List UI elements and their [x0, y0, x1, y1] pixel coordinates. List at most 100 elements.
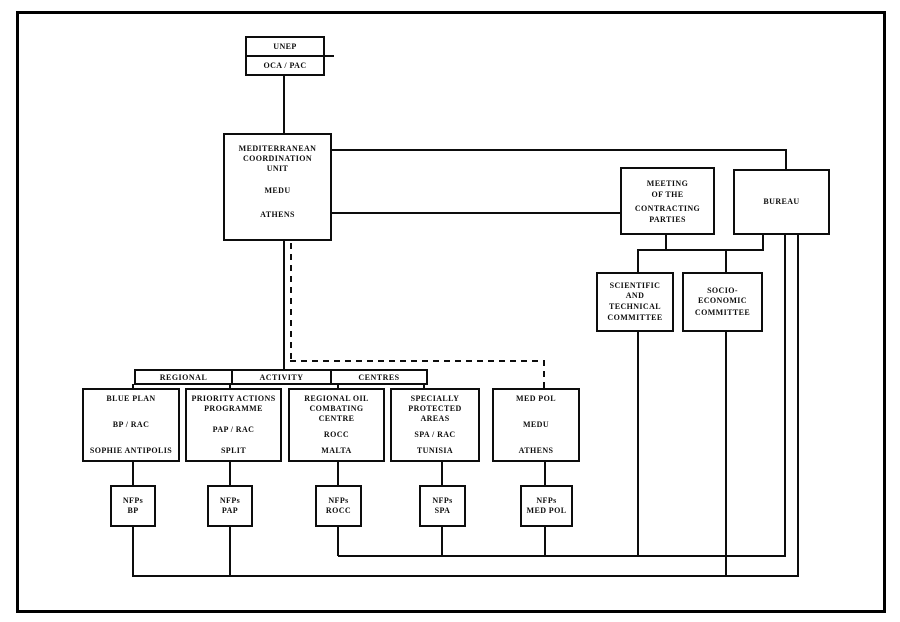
- rac-name: PRIORITY ACTIONS PROGRAMME: [191, 394, 275, 414]
- band-drop-pap: [229, 384, 231, 390]
- connector-medu-to-band: [283, 241, 285, 369]
- nfp-code: SPA: [434, 506, 451, 515]
- connector-bureau-to-upper-bus: [784, 235, 786, 557]
- nfp-code: ROCC: [325, 506, 352, 515]
- unep-label: UNEP: [273, 41, 297, 51]
- rac-box-rocc: REGIONAL OIL COMBATING CENTRE ROCC MALTA: [288, 388, 385, 462]
- bureau-box: BUREAU: [733, 169, 830, 235]
- unep-box: UNEP OCA / PAC: [245, 36, 325, 76]
- rac-name-line: PROTECTED AREAS: [408, 404, 462, 423]
- rac-name-line: PRIORITY ACTIONS: [191, 394, 276, 403]
- connector-medu-to-meeting: [332, 212, 620, 214]
- rac-code: BP / RAC: [112, 420, 150, 429]
- nfp-box-rocc: NFPs ROCC: [315, 485, 362, 527]
- rac-name: BLUE PLAN: [106, 394, 155, 404]
- committee-line: COMMITTEE: [694, 308, 751, 317]
- rac-name-line: PROGRAMME: [204, 404, 263, 413]
- nfp-label: NFPs: [536, 496, 557, 505]
- meeting-box: MEETING OF THE CONTRACTING PARTIES: [620, 167, 715, 235]
- rac-name-line: COMBATING CENTRE: [309, 404, 364, 423]
- nfp-code: MED POL: [526, 506, 567, 515]
- connector-unep-stub: [325, 55, 334, 57]
- figure-border: [16, 11, 886, 613]
- nfp-box-bp: NFPs BP: [110, 485, 156, 527]
- rac-name-line: SPECIALLY: [410, 394, 460, 403]
- upper-bus: [338, 555, 786, 557]
- oca-pac-label: OCA / PAC: [247, 55, 323, 74]
- connector-unep-to-medu: [283, 76, 285, 133]
- nfp-label: NFPs: [432, 496, 453, 505]
- rac-code: PAP / RAC: [212, 425, 255, 434]
- connector-pap-to-nfp: [229, 462, 231, 486]
- rac-box-med-pol: MED POL MEDU ATHENS: [492, 388, 580, 462]
- band-label: ACTIVITY: [259, 372, 304, 382]
- rac-city: MALTA: [321, 446, 352, 455]
- socio-economic-committee-box: SOCIO-ECONOMIC COMMITTEE: [682, 272, 763, 332]
- committee-line: SOCIO-ECONOMIC: [698, 286, 747, 305]
- band-drop-rocc: [337, 384, 339, 390]
- rac-name: REGIONAL OIL COMBATING CENTRE: [291, 394, 382, 424]
- rac-name: SPECIALLY PROTECTED AREAS: [393, 394, 477, 424]
- meeting-line: CONTRACTING: [634, 203, 701, 213]
- connector-medu-to-bureau-horizontal: [332, 149, 787, 151]
- band-drop-blue-plan: [132, 384, 134, 390]
- meeting-line: PARTIES: [649, 214, 686, 224]
- meeting-line: OF THE: [651, 189, 684, 199]
- connector-nfp-spa-to-bus: [441, 527, 443, 556]
- rac-name: MED POL: [516, 394, 556, 404]
- rac-name-line: BLUE PLAN: [106, 394, 156, 403]
- nfp-code: PAP: [221, 506, 239, 515]
- rac-name-line: REGIONAL OIL: [304, 394, 369, 403]
- connector-nfp-pap-to-bus: [229, 527, 231, 576]
- dashed-medu-down: [290, 243, 292, 362]
- connector-bureau-down-short: [762, 235, 764, 251]
- nfp-label: NFPs: [328, 496, 349, 505]
- band-label: CENTRES: [358, 372, 400, 382]
- rac-code: SPA / RAC: [414, 430, 456, 439]
- rac-box-spa: SPECIALLY PROTECTED AREAS SPA / RAC TUNI…: [390, 388, 480, 462]
- rac-name-line: MED POL: [516, 394, 556, 403]
- nfp-label: NFPs: [122, 496, 144, 505]
- nfp-box-spa: NFPs SPA: [419, 485, 466, 527]
- nfp-box-med-pol: NFPs MED POL: [520, 485, 573, 527]
- medu-box: MEDITERRANEAN COORDINATION UNIT MEDU ATH…: [223, 133, 332, 241]
- medu-city: ATHENS: [260, 210, 295, 219]
- connector-nfp-medpol-to-bus: [544, 527, 546, 556]
- connector-socio-to-lower-bus: [725, 332, 727, 577]
- connector-medpol-to-nfp: [544, 462, 546, 486]
- nfp-code: BP: [127, 506, 139, 515]
- medu-line: MEDITERRANEAN: [238, 144, 317, 153]
- band-segment-activity: ACTIVITY: [231, 369, 332, 385]
- rac-city: SPLIT: [220, 446, 247, 455]
- medu-line: COORDINATION: [242, 154, 313, 163]
- committee-line: SCIENTIFIC AND: [609, 281, 661, 300]
- band-segment-regional: REGIONAL: [134, 369, 233, 385]
- nfp-label: NFPs: [219, 496, 241, 505]
- connector-nfp-rocc-to-bus: [337, 527, 339, 556]
- medu-abbr: MEDU: [264, 186, 291, 195]
- connector-sci-to-upper-bus: [637, 332, 639, 557]
- band-segment-centres: CENTRES: [330, 369, 428, 385]
- connector-rocc-to-nfp: [337, 462, 339, 486]
- nfp-box-pap: NFPs PAP: [207, 485, 253, 527]
- committee-line: COMMITTEE: [607, 313, 663, 322]
- rac-code: MEDU: [522, 420, 550, 429]
- medu-line: UNIT: [266, 164, 289, 173]
- connector-to-sci-top: [637, 249, 639, 272]
- connector-medu-to-bureau-drop: [785, 149, 787, 169]
- rac-code: ROCC: [323, 430, 350, 439]
- rac-box-blue-plan: BLUE PLAN BP / RAC SOPHIE ANTIPOLIS: [82, 388, 180, 462]
- connector-committees-horizontal: [637, 249, 764, 251]
- committee-line: TECHNICAL: [608, 302, 662, 311]
- connector-bureau-to-lower-bus: [797, 235, 799, 577]
- connector-bp-to-nfp: [132, 462, 134, 486]
- scientific-committee-box: SCIENTIFIC AND TECHNICAL COMMITTEE: [596, 272, 674, 332]
- connector-spa-to-nfp: [441, 462, 443, 486]
- dashed-across: [290, 360, 545, 362]
- connector-meeting-down: [665, 235, 667, 251]
- lower-bus: [132, 575, 799, 577]
- connector-nfp-bp-to-bus: [132, 527, 134, 576]
- meeting-line: MEETING: [646, 178, 689, 188]
- band-label: REGIONAL: [159, 372, 208, 382]
